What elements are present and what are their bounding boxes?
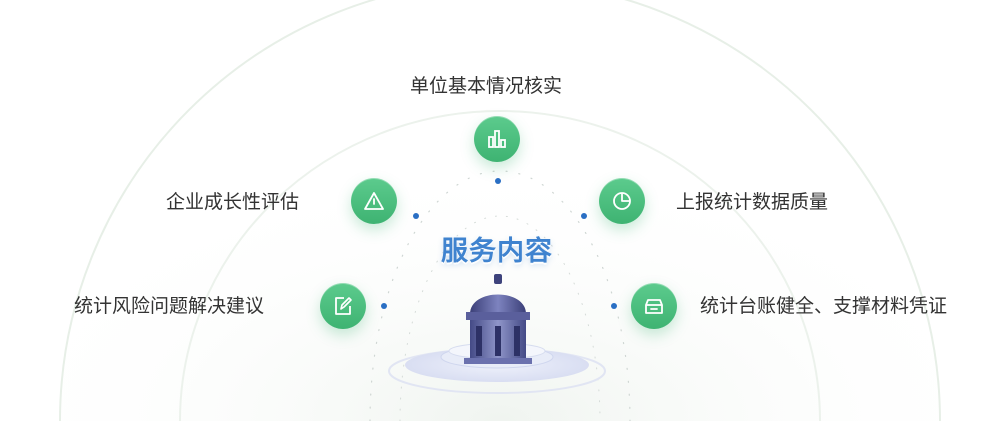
- center-title: 服务内容: [441, 236, 553, 267]
- connector-dot: [581, 213, 587, 219]
- connector-dot: [611, 303, 617, 309]
- node-ledger-materials[interactable]: [631, 283, 677, 329]
- bar-chart-icon: [488, 130, 506, 148]
- node-growth-assessment[interactable]: [351, 178, 397, 224]
- connector-dot: [495, 178, 501, 184]
- label-data-quality: 上报统计数据质量: [676, 191, 829, 213]
- label-ledger-materials: 统计台账健全、支撑材料凭证: [700, 295, 948, 317]
- node-data-quality[interactable]: [599, 178, 645, 224]
- edit-document-icon: [335, 297, 352, 315]
- label-unit-verification: 单位基本情况核实: [410, 75, 563, 97]
- connector-dot: [413, 213, 419, 219]
- connector-dot: [381, 303, 387, 309]
- label-risk-suggestions: 统计风险问题解决建议: [74, 295, 265, 317]
- warning-triangle-icon: [364, 192, 384, 210]
- archive-box-icon: [645, 299, 663, 314]
- pie-chart-icon: [613, 192, 631, 210]
- building-illustration: [464, 274, 532, 364]
- node-unit-verification[interactable]: [474, 116, 520, 162]
- node-risk-suggestions[interactable]: [320, 283, 366, 329]
- label-growth-assessment: 企业成长性评估: [166, 191, 300, 213]
